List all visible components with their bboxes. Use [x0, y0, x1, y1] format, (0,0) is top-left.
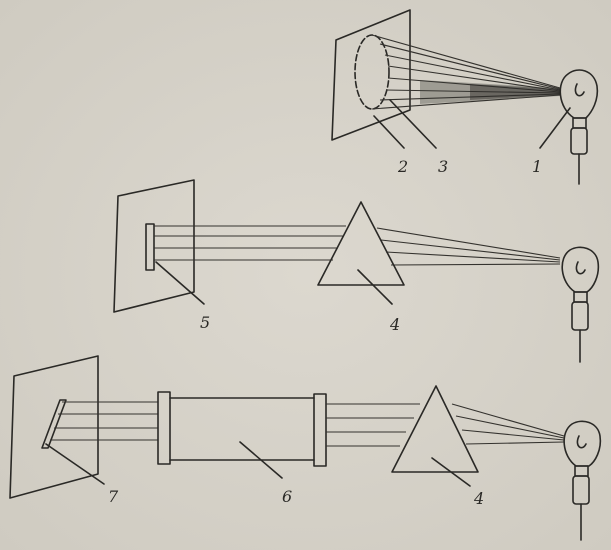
- beam-3-right: [326, 403, 565, 447]
- label-7: 7: [108, 487, 119, 506]
- beam-2: [154, 225, 561, 266]
- setup-2: 5 4: [113, 179, 600, 363]
- beam-3-left: [50, 401, 158, 441]
- lamp-2-icon: [561, 246, 600, 363]
- screen-2: [113, 179, 195, 313]
- screen-3: [9, 355, 99, 499]
- tube-6: [157, 391, 327, 467]
- label-1: 1: [532, 157, 542, 176]
- leaders-1: [373, 99, 571, 149]
- label-3: 3: [438, 157, 448, 176]
- setup-3: 7 6 4: [9, 355, 602, 541]
- label-6: 6: [282, 487, 292, 506]
- label-2: 2: [397, 157, 408, 176]
- converging-rays-1: [371, 34, 561, 110]
- prism-2: [317, 201, 405, 286]
- label-4-bottom: 4: [473, 489, 484, 508]
- setup-1: 2 3 1: [331, 9, 599, 185]
- lamp-3-icon: [563, 420, 602, 541]
- leaders-2: [155, 261, 393, 305]
- lamp-1-icon: [559, 69, 599, 185]
- label-4-middle: 4: [389, 315, 400, 334]
- label-5: 5: [200, 313, 210, 332]
- slit-5: [145, 223, 155, 271]
- mirror-7: [41, 399, 67, 449]
- prism-3: [391, 385, 479, 473]
- leaders-3: [45, 441, 471, 487]
- screen-1: [331, 9, 411, 141]
